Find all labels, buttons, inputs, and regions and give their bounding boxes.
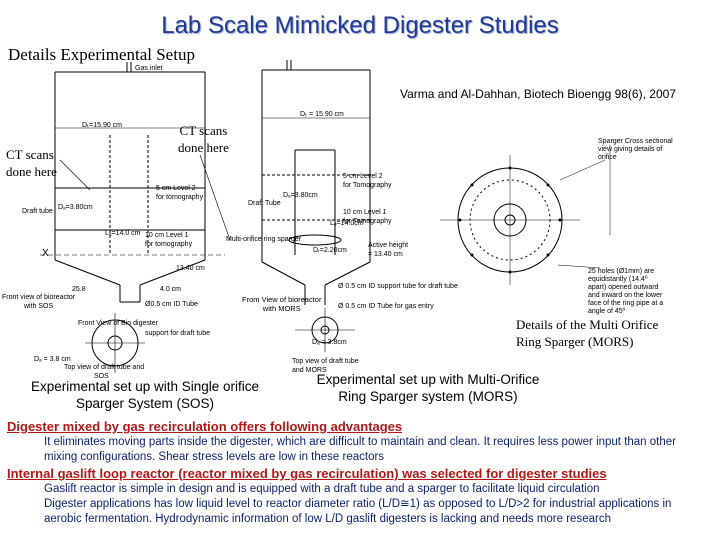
heading-gaslift: Internal gaslift loop reactor (reactor m… [7, 466, 607, 481]
right-dt-label: Dₜ = 15.90 cm [300, 111, 344, 118]
top-view-mors-label: Top view of draft tube and MORS [292, 358, 359, 374]
holes-note: 25 holes (Ø1mm) are equidistantly (14.4º… [588, 268, 664, 315]
id-tube-label: Ø0.5 cm ID Tube [145, 301, 198, 308]
level2-label: 5 cm Level 2 for tomography [156, 185, 204, 201]
para-advantages: It eliminates moving parts inside the di… [44, 436, 676, 463]
sos-caption: Experimental set up with Single orifice … [30, 379, 260, 411]
tube-length-label: Lₐ=14.0 cm [105, 230, 141, 237]
front-view-sos-label: Front view of bioreactor with SOS [2, 294, 76, 310]
right-ld-label: Lₐ=14.0cm [330, 220, 364, 227]
mors-details-caption: Details of the Multi Orifice Ring Sparge… [516, 317, 659, 349]
active-height-label: Active height = 13.40 cm [368, 242, 409, 258]
top-view-sos-label: Top view of draft tube and SOS [64, 364, 145, 380]
section-subtitle: Details Experimental Setup [8, 45, 195, 64]
angle-label: 25.8 [72, 286, 86, 293]
right-id-tube-label: Ø 0.5 cm ID Tube for gas entry [338, 303, 434, 310]
citation: Varma and Al-Dahhan, Biotech Bioengg 98(… [400, 87, 676, 101]
heading-advantages: Digester mixed by gas recirculation offe… [7, 419, 403, 434]
sparger-caption: Sparger Cross sectional view giving deta… [598, 138, 673, 161]
front-view-mors-label: From View of bioreactor with MORS [242, 295, 322, 313]
gas-inlet-label: Gas inlet [135, 65, 163, 72]
right-dd-label: Dₐ=3.80cm [283, 192, 318, 199]
right-dd-bottom-label: Dₐ = 3.8cm [312, 339, 347, 346]
ct-scans-left-label: CT scans done here [6, 147, 57, 179]
page-title: Lab Scale Mimicked Digester Studies [161, 12, 559, 39]
x-marker-left: X [42, 248, 49, 259]
mors-label: Multi-orifice ring sparger [226, 236, 302, 243]
ct-scans-center-label: CT scans done here [178, 123, 229, 155]
dd-label: Dₐ = 3.8 cm [34, 356, 71, 363]
mors-caption: Experimental set up with Multi-Orifice R… [316, 372, 540, 404]
support-label: support for draft tube [145, 330, 210, 337]
height-label: 13.40 cm [176, 265, 205, 272]
right-level1-label: 10 cm Level 1 for Tomography [343, 209, 392, 225]
right-draft-tube-label: Draft Tube [248, 200, 281, 207]
level1-label: 10 cm Level 1 for tomography [145, 232, 193, 248]
draft-tube-label: Draft tube [22, 208, 53, 215]
para-gaslift: Gaslift reactor is simple in design and … [44, 483, 672, 525]
right-dr-label: Dᵣ=2.20cm [313, 247, 347, 254]
draft-diameter-label: Dₐ=3.80cm [58, 204, 93, 211]
right-level2-label: 5 cm Level 2 for Tomography [343, 173, 392, 189]
right-support-label: Ø 0.5 cm ID support tube for draft tube [338, 283, 458, 290]
front-view-draft-label: Front View of Bio digester [78, 320, 159, 327]
diameter-top-label: Dₜ=15.90 cm [82, 122, 123, 129]
gap-label: 4.0 cm [160, 286, 182, 293]
